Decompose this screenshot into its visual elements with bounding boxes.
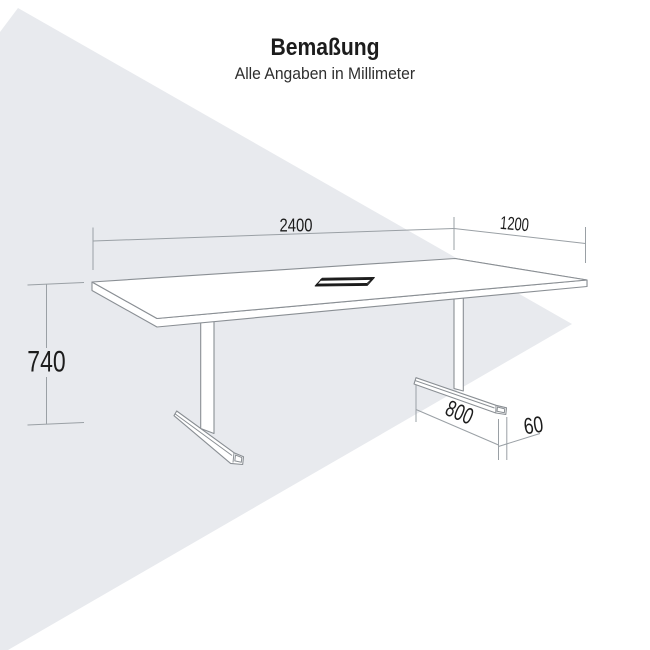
table-leg-right — [413, 293, 508, 416]
dim-depth-label: 1200 — [499, 214, 529, 236]
dimension-lines-foot — [415, 380, 541, 460]
dim-foot-height-label: 60 — [522, 413, 545, 440]
dimension-lines-height — [27, 282, 85, 426]
dim-height-label: 740 — [27, 345, 65, 378]
leg-column-left — [200, 315, 215, 435]
dimension-lines-top — [92, 217, 586, 270]
dim-length-label: 2400 — [280, 215, 313, 236]
watermark-triangle — [0, 8, 572, 650]
page-subtitle: Alle Angaben in Millimeter — [234, 65, 416, 83]
leg-column-right — [453, 293, 464, 392]
cable-grommet — [314, 276, 375, 287]
tabletop — [91, 257, 588, 328]
page-title: Bemaßung — [270, 34, 380, 61]
table-leg-left — [173, 315, 245, 466]
